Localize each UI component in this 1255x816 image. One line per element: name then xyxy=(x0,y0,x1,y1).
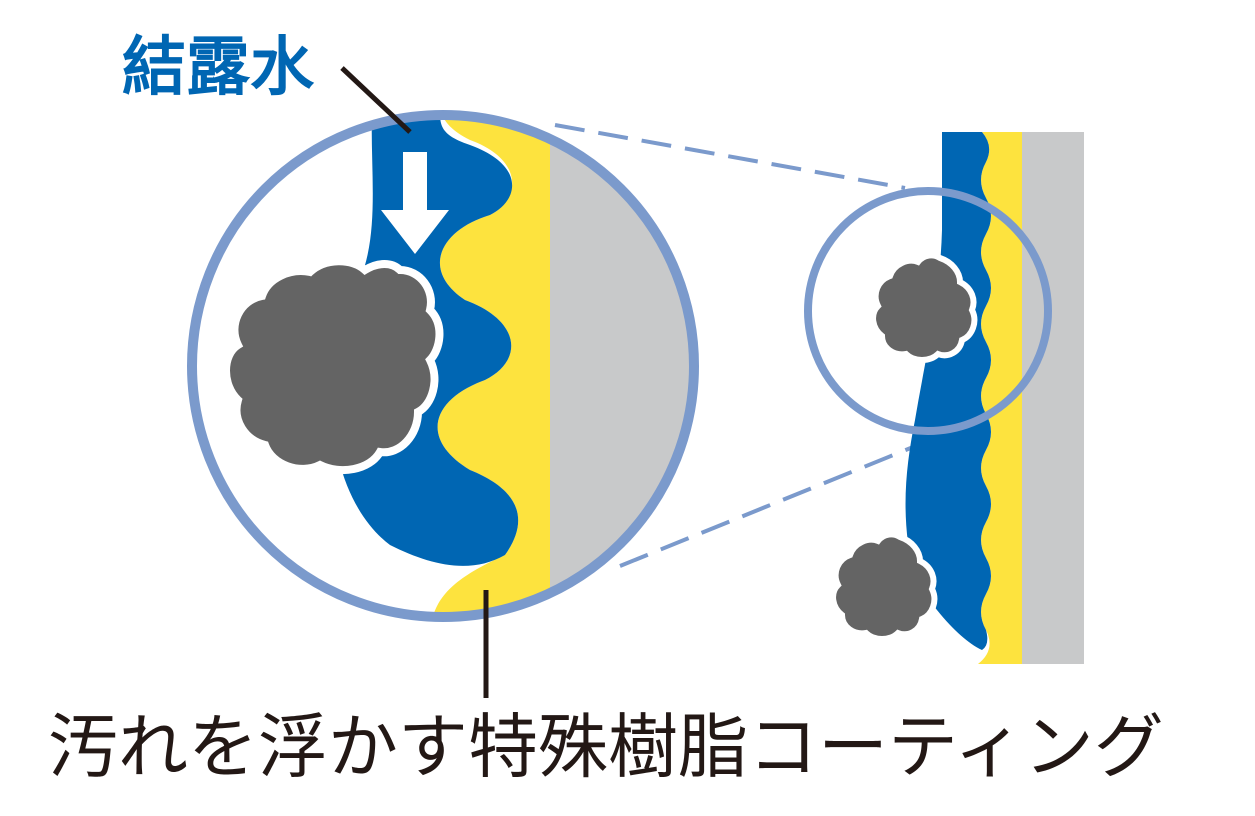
surface-view xyxy=(804,132,1084,664)
zoom-connector-bottom xyxy=(619,430,951,568)
zoom-coating-layer xyxy=(430,115,550,617)
zoom-connector-top xyxy=(554,123,906,190)
magnifier-small-circle xyxy=(804,187,1052,435)
condensation-label: 結露水 xyxy=(122,31,314,105)
dirt-particle-icon xyxy=(870,252,978,363)
dirt-particle-icon xyxy=(222,257,444,475)
zoom-substrate xyxy=(550,115,694,617)
coating-label: 汚れを浮かす特殊樹脂コーティング xyxy=(48,706,1164,788)
surface-coating-layer xyxy=(978,132,1022,664)
magnifier-large-circle xyxy=(187,110,699,622)
surface-water-film xyxy=(905,132,991,650)
leader-line-condensation xyxy=(340,66,412,134)
surface-substrate xyxy=(1022,132,1084,664)
dirt-particle-icon xyxy=(830,531,938,642)
down-arrow-icon xyxy=(381,152,449,254)
